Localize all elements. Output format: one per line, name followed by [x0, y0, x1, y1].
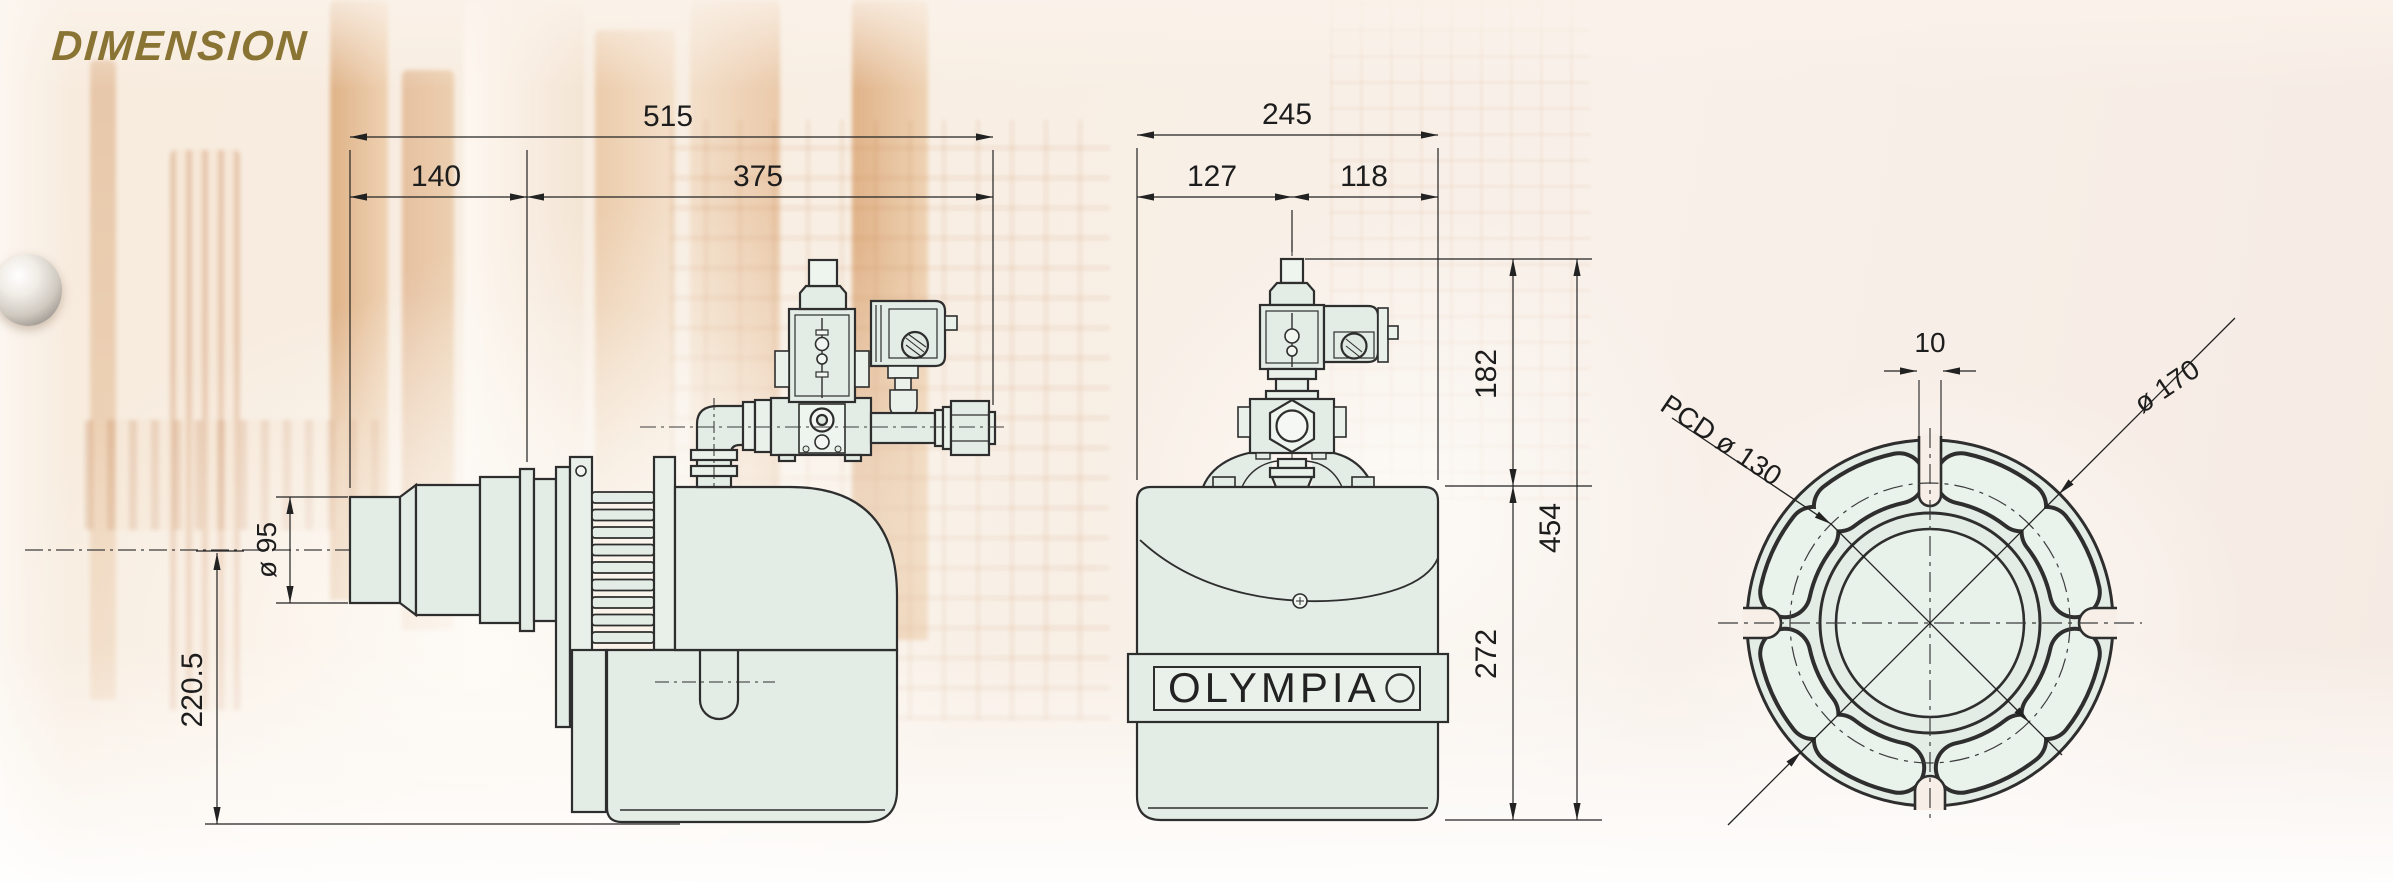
- brand-label: OLYMPIA: [1168, 664, 1380, 711]
- dim-overall-length: 515: [643, 100, 693, 133]
- brand-band: OLYMPIA: [1126, 652, 1450, 724]
- solenoid-valve-block: [769, 396, 873, 463]
- dim-overall-height: 454: [1534, 503, 1567, 553]
- gas-train-front: [1237, 257, 1399, 489]
- bracket-cutout: [698, 650, 740, 721]
- dim-tube-diameter: ø 95: [251, 522, 282, 578]
- dim-outer-diameter: ø 170: [2128, 353, 2205, 419]
- dim-body-length: 375: [733, 160, 783, 193]
- brand-logo-circle: [1385, 673, 1415, 703]
- dim-slot-width: 10: [1914, 327, 1945, 358]
- gas-pipe: [741, 398, 773, 454]
- valve-actuator: [869, 299, 958, 418]
- pedestal: [570, 648, 608, 814]
- dim-width-right: 118: [1340, 160, 1388, 193]
- dim-center-height: 220.5: [176, 652, 209, 727]
- side-view-dimensions: [196, 133, 994, 825]
- dim-gas-train-height: 182: [1470, 349, 1503, 399]
- fin-block: [591, 491, 655, 644]
- pipe-union: [869, 399, 997, 457]
- blast-tube: [348, 467, 558, 633]
- front-view-dimensions: [1136, 131, 1602, 821]
- dim-overall-width: 245: [1262, 98, 1312, 131]
- dim-width-left: 127: [1187, 160, 1237, 193]
- fan-housing-front: [652, 455, 677, 652]
- dim-body-height: 272: [1470, 629, 1503, 679]
- dim-front-length: 140: [411, 160, 461, 193]
- flange-leaders: [1671, 317, 2236, 826]
- side-view: 515 140 375 ø 95 220.5: [25, 100, 1005, 825]
- cover-seam: [1139, 539, 1439, 603]
- dim-pitch-circle: PCD ø 130: [1655, 389, 1787, 492]
- front-view: OLYMPIA 245 127 118 182 454 272: [1126, 98, 1602, 822]
- flange-arc-slots: [1758, 451, 2102, 795]
- flange-view: 10 PCD ø 130 ø 170: [1655, 317, 2236, 826]
- burner-body: [673, 485, 899, 652]
- chassis: [605, 648, 899, 824]
- gas-multibloc-valve: [774, 258, 870, 404]
